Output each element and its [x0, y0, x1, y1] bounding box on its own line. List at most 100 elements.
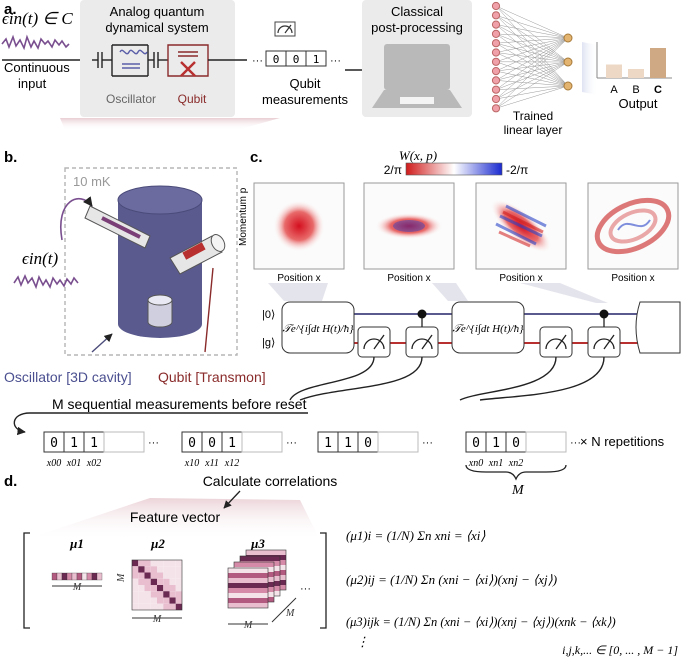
mu3-cell — [270, 556, 275, 561]
mu3-cell — [258, 573, 263, 578]
mu3-cell — [258, 593, 263, 598]
input-neuron — [491, 94, 501, 104]
input-neuron — [491, 20, 501, 29]
panel-c-label: c. — [250, 149, 263, 166]
mu2-cell — [175, 578, 182, 585]
mu1-cell — [61, 572, 68, 581]
mu2-cell — [169, 603, 176, 610]
mu1-cell — [71, 572, 78, 581]
circuit-diagram — [92, 44, 209, 77]
mu2-cell — [163, 597, 170, 604]
mu3-cell — [248, 583, 253, 588]
mu1-label: μ1 — [69, 536, 84, 551]
equation-mu1: (μ1)i = (1/N) Σn xni = ⟨xi⟩ — [346, 528, 485, 543]
mu1-cell — [76, 572, 83, 581]
input-neuron — [491, 76, 501, 85]
mu3-cell — [248, 568, 253, 573]
input-neuron — [491, 48, 501, 57]
momentum-axis-label: Momentum p — [238, 187, 249, 246]
records-brace — [465, 464, 567, 481]
unitary-block-2 — [451, 301, 525, 354]
mu2-cell — [163, 578, 170, 585]
mu3-cell — [228, 568, 233, 573]
record-index: xn0 — [468, 458, 483, 469]
mu3-cell — [263, 603, 268, 608]
mu3-cell — [249, 562, 254, 567]
colorbar-left-label: 2/π — [384, 163, 402, 177]
record-index: x12 — [224, 458, 239, 469]
mu3-cell — [269, 562, 274, 567]
input-equation: ϵin(t) ∈ C — [2, 9, 73, 28]
mu3-cell — [243, 578, 248, 583]
mu3-cell — [275, 571, 280, 576]
position-axis-label: Position x — [277, 273, 320, 284]
measurement-bits: 0 0 1 — [265, 50, 327, 67]
mu3-cell — [233, 583, 238, 588]
oscillator-label: Oscillator — [106, 92, 156, 106]
input-neuron — [491, 39, 501, 48]
mu3-cell — [258, 583, 263, 588]
mu2-cell — [138, 585, 145, 592]
mu3-cell — [269, 572, 274, 577]
input-neuron — [491, 104, 501, 113]
mu3-cell — [275, 581, 280, 586]
mu3-cell — [248, 598, 253, 603]
record-bit: 0 — [208, 436, 216, 451]
mu2-cell — [132, 560, 139, 567]
mu3-cell — [254, 562, 259, 567]
mu3-cell — [253, 578, 258, 583]
mu3-cell — [281, 585, 286, 590]
bar-label: A — [610, 84, 618, 96]
mu2-cell — [138, 591, 145, 598]
mu2-cell — [138, 603, 145, 610]
mu2-cell — [157, 566, 164, 573]
colorbar — [405, 162, 503, 176]
mu3-cell — [281, 575, 286, 580]
mu2-cell — [157, 560, 164, 567]
input-neuron — [491, 67, 501, 76]
mu3-cell — [239, 562, 244, 567]
input-neuron — [491, 11, 501, 20]
output-label: Output — [618, 96, 657, 111]
mu2-cell — [138, 572, 145, 579]
mu3-cell — [269, 567, 274, 572]
colorbar-title: W(x, p) — [399, 148, 437, 163]
mu3-cell — [263, 568, 268, 573]
mu3-cell — [269, 582, 274, 587]
mu2-cell — [132, 597, 139, 604]
mu2-cell — [132, 578, 139, 585]
mu2-cell — [132, 585, 139, 592]
mu3-cell — [275, 556, 280, 561]
output-neuron — [563, 81, 573, 91]
record-ellipsis: ··· — [570, 437, 581, 449]
meter-icon — [274, 21, 296, 37]
wigner-plot-4 — [587, 182, 679, 270]
mu2-cell — [132, 603, 139, 610]
bracket-left — [23, 532, 30, 629]
unitary-block-partial — [635, 301, 681, 354]
mu1-cell — [96, 572, 103, 581]
panel-d-label: d. — [4, 473, 17, 490]
mu3-cell — [253, 583, 258, 588]
mu3-cell — [228, 603, 233, 608]
mu2-matrix — [131, 559, 183, 611]
mu3-cell — [250, 556, 255, 561]
mu3-cell — [233, 593, 238, 598]
mu1-cell — [56, 572, 63, 581]
record-bit: 1 — [90, 436, 98, 451]
mu2-cell — [169, 572, 176, 579]
mu3-cell — [248, 578, 253, 583]
mu3-cell — [259, 562, 264, 567]
mu3-cell — [263, 593, 268, 598]
mu3-tensor — [227, 549, 287, 609]
record-ellipsis: ··· — [148, 437, 159, 449]
qubit-label: Qubit — [178, 92, 207, 106]
mu2-cell — [144, 572, 151, 579]
mu3-cell — [281, 570, 286, 575]
mu2-cell — [175, 591, 182, 598]
output-bar — [628, 69, 644, 78]
mu2-cell — [132, 566, 139, 573]
mu2-cell — [157, 585, 164, 592]
mu2-cell — [132, 591, 139, 598]
